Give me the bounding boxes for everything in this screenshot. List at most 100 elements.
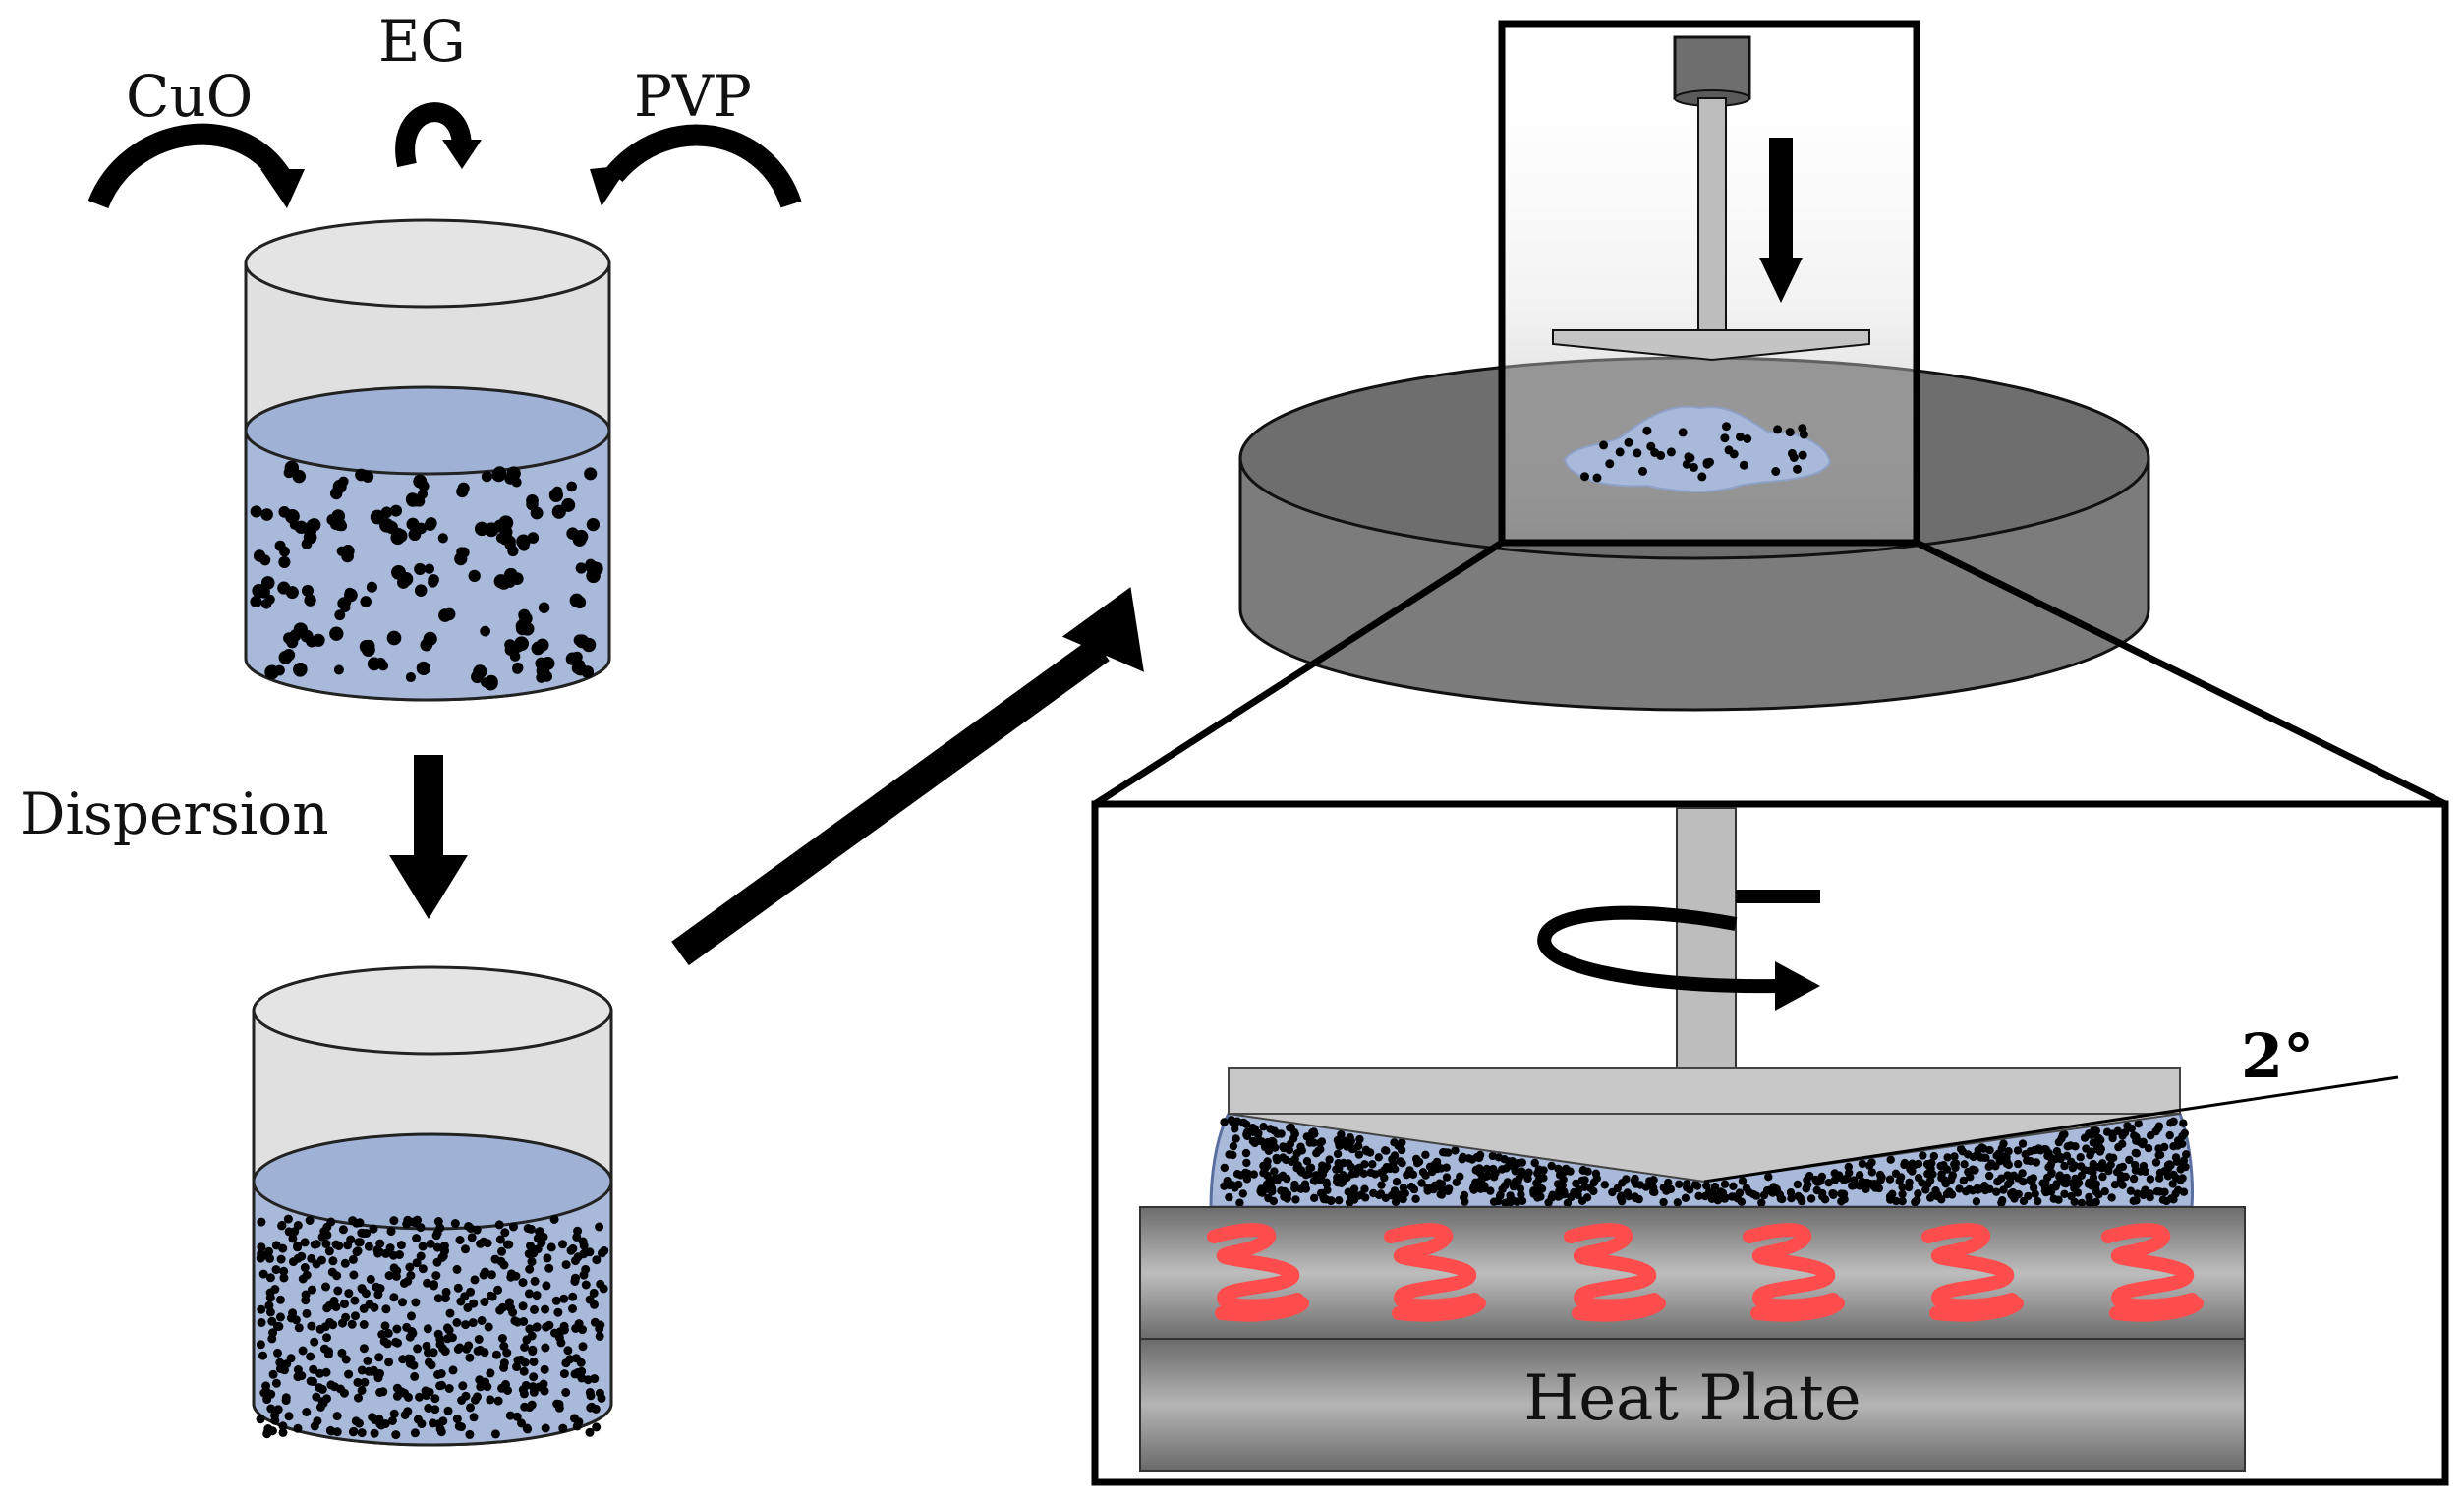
particle xyxy=(1390,1138,1399,1147)
particle xyxy=(1624,437,1633,447)
particle xyxy=(2155,1168,2165,1178)
particle xyxy=(1270,1167,1279,1176)
particle xyxy=(543,1253,552,1263)
particle xyxy=(1220,1118,1229,1126)
particle xyxy=(1382,1146,1391,1155)
particle xyxy=(1548,1190,1557,1199)
particle xyxy=(2068,1164,2077,1173)
particle xyxy=(527,1331,537,1341)
particle xyxy=(2055,1172,2064,1182)
particle xyxy=(351,1311,360,1321)
dispersed-particles xyxy=(256,1214,609,1440)
particle xyxy=(575,562,587,574)
particle xyxy=(1501,1198,1510,1208)
particle xyxy=(1432,1163,1441,1172)
particle xyxy=(424,1403,433,1413)
particle xyxy=(1794,1191,1803,1201)
particle xyxy=(462,1344,472,1354)
particle xyxy=(1523,1174,1532,1184)
particle xyxy=(432,1228,442,1238)
particle xyxy=(1516,1184,1525,1193)
particle xyxy=(541,1423,550,1433)
particle xyxy=(384,1358,394,1367)
particle xyxy=(1787,448,1797,458)
particle xyxy=(1302,1157,1312,1166)
particle xyxy=(2173,1141,2182,1150)
particle xyxy=(370,1302,379,1312)
particle xyxy=(1886,1155,1895,1164)
heat-plate-label: Heat Plate xyxy=(1523,1362,1861,1435)
particle xyxy=(315,1324,325,1334)
particle xyxy=(258,1351,267,1360)
particle xyxy=(413,1415,423,1424)
particle xyxy=(461,1320,471,1330)
beaker-after-dispersion xyxy=(252,965,613,1447)
particle xyxy=(566,481,577,492)
particle xyxy=(1556,1191,1565,1200)
particle xyxy=(1785,428,1795,437)
particle xyxy=(468,569,481,583)
particle xyxy=(1475,1150,1485,1160)
particle xyxy=(527,1257,537,1267)
particle xyxy=(379,1337,389,1347)
particle xyxy=(465,1353,475,1362)
particle xyxy=(344,588,358,603)
particle xyxy=(438,608,452,622)
particle xyxy=(592,1422,602,1432)
particle xyxy=(2032,1158,2041,1167)
particle xyxy=(258,1269,268,1279)
particle xyxy=(1689,462,1698,472)
particle xyxy=(275,1358,285,1367)
particle xyxy=(1517,1190,1525,1199)
particle xyxy=(353,1246,363,1256)
particle xyxy=(1279,1153,1288,1162)
particle xyxy=(348,1216,358,1226)
particle xyxy=(1225,1192,1233,1202)
particle xyxy=(360,596,372,607)
particle xyxy=(585,1247,595,1257)
particle xyxy=(1437,1184,1447,1192)
particle xyxy=(1444,1186,1453,1196)
particle xyxy=(306,1376,315,1386)
particle xyxy=(355,1238,365,1247)
particle xyxy=(389,1216,399,1226)
particle xyxy=(2092,1197,2100,1207)
particle xyxy=(412,1234,422,1243)
particle xyxy=(1720,433,1730,443)
particle xyxy=(1335,1196,1344,1205)
particle xyxy=(1366,1168,1375,1178)
particle xyxy=(293,1221,303,1230)
particle xyxy=(298,1346,308,1356)
particle xyxy=(2118,1139,2127,1149)
particle xyxy=(1999,1185,2008,1194)
rotation-arrow xyxy=(1537,890,1820,1011)
particle xyxy=(409,493,423,507)
particle xyxy=(1757,1198,1766,1207)
particle xyxy=(1951,1163,1960,1173)
particle xyxy=(1537,1184,1547,1193)
particle xyxy=(321,1239,331,1248)
particle xyxy=(427,1360,436,1370)
particle xyxy=(1955,1184,1964,1193)
particle xyxy=(312,1240,321,1249)
particle xyxy=(447,1333,457,1343)
particle xyxy=(1250,1138,1260,1148)
particle xyxy=(1347,1136,1356,1146)
particle xyxy=(403,1407,413,1416)
particle xyxy=(498,515,514,531)
particle xyxy=(471,670,485,684)
layer-particles xyxy=(1220,1116,2191,1208)
particle xyxy=(542,1281,551,1291)
particle xyxy=(1234,1180,1243,1189)
particle xyxy=(2146,1193,2154,1202)
particle xyxy=(1842,1175,1852,1184)
particle xyxy=(267,1334,277,1344)
particle xyxy=(405,671,416,683)
particle xyxy=(1359,1169,1368,1179)
particle xyxy=(1504,1157,1514,1166)
particle xyxy=(480,625,490,637)
particle xyxy=(1649,1176,1658,1184)
particle xyxy=(1479,1184,1488,1192)
particle xyxy=(318,1399,328,1409)
particle xyxy=(392,1383,402,1393)
